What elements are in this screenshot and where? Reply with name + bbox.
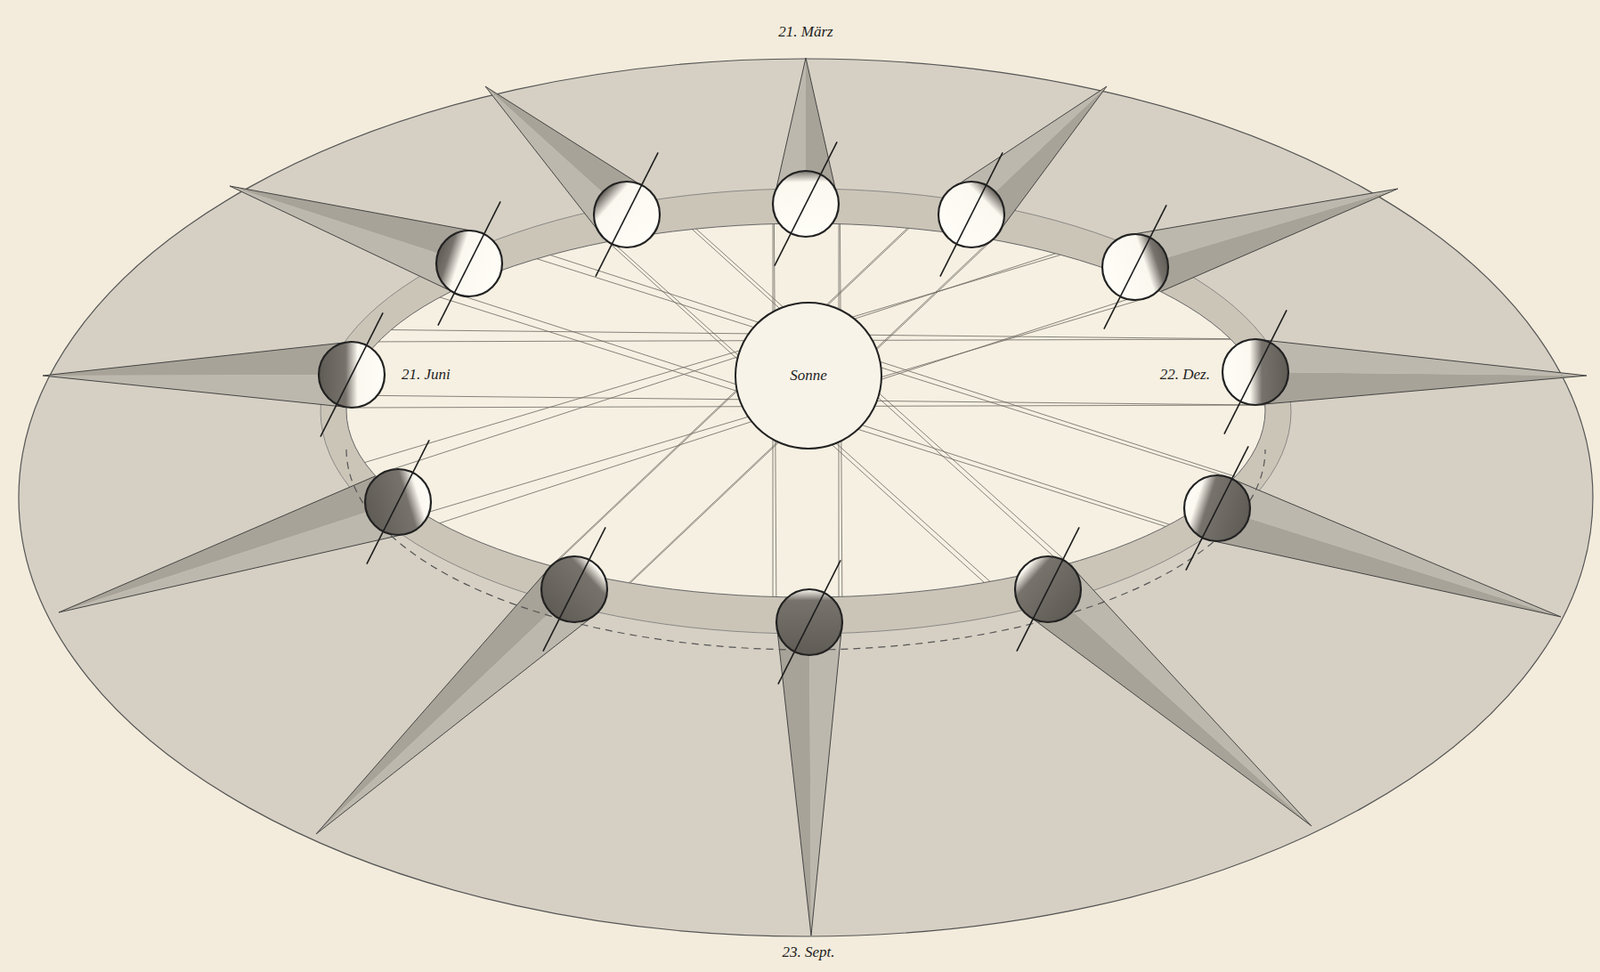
shadow-spike <box>1255 372 1587 406</box>
shadow-spike <box>1047 564 1312 827</box>
ray-line <box>407 203 1424 534</box>
ray-line <box>275 0 1071 565</box>
ray-line <box>208 154 1227 478</box>
date-label: 21. Juni <box>398 365 454 384</box>
ray-lines <box>101 0 1496 972</box>
spike-outline <box>58 471 408 613</box>
earth <box>436 201 503 325</box>
ray-line <box>479 232 1496 561</box>
ray-line <box>172 190 949 926</box>
ray-line <box>552 0 1328 566</box>
spike-outline <box>1255 339 1587 406</box>
earth <box>938 152 1005 277</box>
earth <box>318 312 385 437</box>
spike-outline <box>1207 477 1561 618</box>
ray-line <box>231 0 1027 615</box>
shadow-spike <box>58 502 408 613</box>
shadow-spike <box>316 565 575 835</box>
earth-axis <box>774 141 837 266</box>
orbit-plane <box>346 223 1266 598</box>
earth <box>1222 309 1289 434</box>
earth-axis <box>543 527 606 651</box>
shadow-spike <box>1217 477 1561 618</box>
shadow-spike <box>1025 589 1312 827</box>
earth <box>1015 527 1081 651</box>
earth-axis <box>1016 527 1080 651</box>
ray-line <box>218 238 994 972</box>
ray-line <box>188 218 1208 541</box>
sun-label: Sonne <box>789 366 828 385</box>
earth-axis <box>1104 204 1167 329</box>
earth-axis <box>778 560 841 684</box>
ecliptic-plane <box>18 58 1593 937</box>
earth <box>365 439 431 564</box>
earth-axis <box>595 152 658 277</box>
sun-circle: Sonne <box>734 301 883 450</box>
earth <box>541 527 608 651</box>
earth <box>1184 446 1251 570</box>
earth-axis <box>1185 446 1249 570</box>
earth <box>776 560 843 684</box>
earth-axis <box>320 312 383 437</box>
shadow-spikes <box>42 57 1587 936</box>
earth <box>772 141 839 266</box>
ray-line <box>101 235 1126 542</box>
orbit-band <box>320 188 1292 634</box>
earth <box>1102 204 1169 329</box>
ray-line <box>459 294 1477 624</box>
spike-outline <box>42 341 352 408</box>
earth-axis <box>366 439 430 564</box>
ray-line <box>604 238 1397 957</box>
earth-axis <box>940 152 1003 277</box>
ray-line <box>121 298 1146 604</box>
earth-axis <box>438 201 501 325</box>
earth-globes <box>318 141 1289 684</box>
shadow-spike <box>1207 508 1561 618</box>
date-label: 23. Sept. <box>781 943 835 962</box>
shadow-spike <box>229 186 470 295</box>
ray-line <box>649 190 1441 909</box>
earth <box>593 152 660 277</box>
ray-line <box>186 327 1256 340</box>
shadow-spike <box>316 589 597 835</box>
ray-line <box>388 139 1405 471</box>
ray-line <box>596 0 1373 614</box>
earth-axis <box>1224 309 1287 434</box>
sun-disc <box>735 302 882 449</box>
date-label: 21. März <box>778 23 833 41</box>
date-label: 22. Dez. <box>1157 365 1213 384</box>
